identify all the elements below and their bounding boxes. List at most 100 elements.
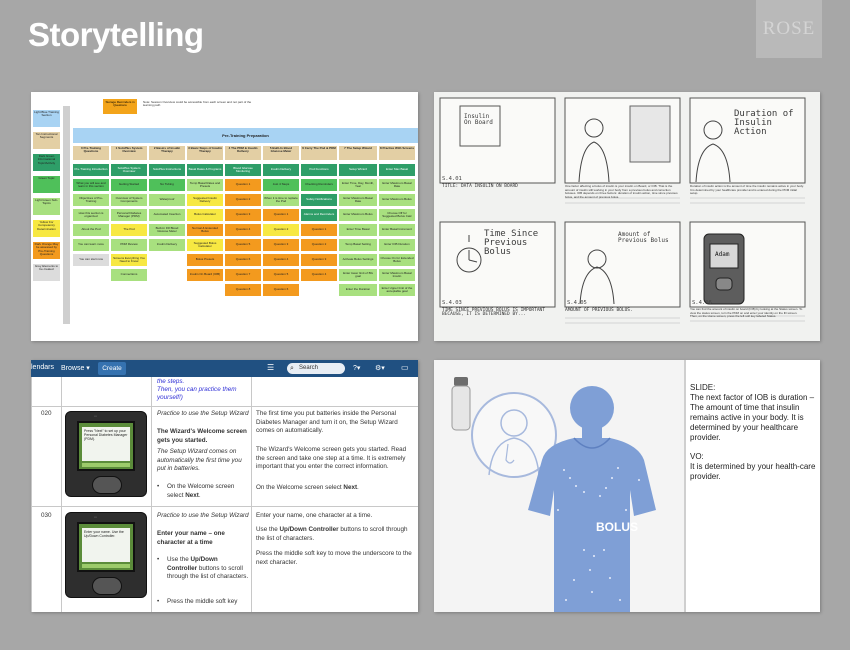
row-030-desc-2: Use the Up/Down Controller buttons to sc… <box>256 526 416 543</box>
bolus-slide-panel: BOLUS SLIDE: The next factor of IOB is d… <box>434 360 820 612</box>
curriculum-cell: Question 1 <box>301 224 337 236</box>
curriculum-cell: Question 6 <box>225 254 261 266</box>
curriculum-grid: Storage Reminders in Questions Note: Ses… <box>31 92 418 341</box>
row-030-bullet-2: • Press the middle soft key <box>157 598 249 607</box>
curriculum-cell: Choose Off for Suggested Bolus Calc <box>379 209 415 221</box>
curriculum-cell: PDM Review <box>111 239 147 251</box>
curriculum-cell: Question 4 <box>263 254 299 266</box>
curriculum-cell: Suggested Bolus Calculator <box>187 239 223 251</box>
curriculum-cell: SoloPlus Instructions <box>149 164 185 176</box>
curriculum-cell: Basal Rates & Programs <box>187 164 223 176</box>
curriculum-cell: Question 6 <box>263 284 299 296</box>
curriculum-cell: Alarms and Reminders <box>301 209 337 221</box>
browse-menu[interactable]: Browse ▾ <box>61 365 90 372</box>
frame-1-label: Insulin On Board <box>464 113 493 126</box>
intro-line-3: yourself!) <box>157 394 183 401</box>
column-header: 5 Built-In Blood Glucose Meter <box>263 146 299 160</box>
search-input[interactable]: ⌕ Search <box>287 363 345 374</box>
grid-separator <box>63 106 70 324</box>
frame-1-number: S.4.01 <box>442 176 462 182</box>
curriculum-cell: Suggested Insulin Delivery <box>187 194 223 206</box>
slide-notes: SLIDE: The next factor of IOB is duratio… <box>690 383 816 482</box>
slide-text: The next factor of IOB is duration –The … <box>690 393 815 442</box>
curriculum-cell: Enter lower limit of BG goal <box>339 269 377 281</box>
curriculum-cell: Personal Diabetes Manager (PDM) <box>111 209 147 221</box>
curriculum-cell: Built-In FR Blood Glucose Meter <box>149 224 185 236</box>
legend-label: Dark Green Informational Topic/Activity <box>33 154 60 171</box>
curriculum-cell: Waterproof <box>149 194 185 206</box>
row-020-heading: The Wizard's Welcome screen gets you sta… <box>157 428 247 444</box>
frame-3-caption: Duration of insulin action is the amount… <box>690 184 804 196</box>
curriculum-cell: Enter Upper limit of the acceptable goal <box>379 284 415 296</box>
curriculum-cell: Checking Reminders <box>301 179 337 191</box>
curriculum-cell: When it is time to replace the Pod <box>263 194 299 206</box>
col-line-3 <box>251 377 252 612</box>
prep-title: Pre-Training Preparation <box>73 128 418 143</box>
notifications-icon[interactable]: ▭ <box>401 363 409 372</box>
curriculum-cell: Temp Basal Setting <box>339 239 377 251</box>
frame-3-label: Duration of Insulin Action <box>734 109 794 137</box>
device-brand: ◦◦◦ <box>94 515 98 519</box>
curriculum-cell: Enter Basal Increment <box>379 224 415 236</box>
intro-line-1: the steps. <box>157 378 185 385</box>
column-header: 1 SoloPlus System Overview <box>111 146 147 160</box>
frame-6-label: Adam <box>715 251 730 258</box>
curriculum-cell: Insulin On Board (IOB) <box>187 269 223 281</box>
curriculum-grid-panel: Storage Reminders in Questions Note: Ses… <box>31 92 418 341</box>
vo-label: VO: <box>690 452 704 461</box>
row-030-bullet-1-text: Use the <box>167 556 191 563</box>
search-icon: ⌕ <box>290 365 294 372</box>
create-button[interactable]: Create <box>98 362 126 375</box>
slide-label: SLIDE: <box>690 383 716 392</box>
curriculum-cell: What you will see and learn in this sect… <box>73 179 109 191</box>
curriculum-cell: Question 3 <box>263 239 299 251</box>
curriculum-cell: Choose On for Extended Bolus <box>379 254 415 266</box>
device-screen-text: Enter your name. Use the Up/Down Control… <box>82 528 130 562</box>
curriculum-cell: Question 3 <box>301 254 337 266</box>
curriculum-cell: Question 3 <box>225 209 261 221</box>
column-header: 7 The Setup Wizard <box>339 146 377 160</box>
column-header: 4 The PDM & Insulin Delivery <box>225 146 261 160</box>
curriculum-cell: Getting Started <box>111 179 147 191</box>
list-icon[interactable]: ☰ <box>267 363 275 372</box>
curriculum-cell: Setup Wizard <box>339 164 377 176</box>
curriculum-cell: Enter Time, Day, Month, Year <box>339 179 377 191</box>
row-020-bullet-end: . <box>198 491 201 499</box>
device-screen-bar <box>82 564 130 568</box>
curriculum-cell: SoloPlus System Overview <box>111 164 147 176</box>
curriculum-cell: Enter the Duration <box>339 284 377 296</box>
row-030-bullet-1: • Use the Up/Down Controller buttons to … <box>157 556 249 581</box>
row-020-note: The Setup Wizard comes on automatically … <box>157 448 242 473</box>
column-header: 3 Basic Steps of Insulin Therapy <box>187 146 223 160</box>
device-brand: ◦◦◦ <box>94 414 98 418</box>
storyboard-panel: Insulin On Board TITLE: DATA INSULIN ON … <box>434 92 820 341</box>
col-line-2 <box>151 377 152 612</box>
row-line-2 <box>31 506 418 507</box>
curriculum-cell: Enter Max Basal <box>379 164 415 176</box>
curriculum-cell: Objectives of Pre-Training <box>73 194 109 206</box>
calendars-link[interactable]: lendars <box>31 364 54 371</box>
curriculum-cell: Enter Maximum Basal Insulin <box>379 269 415 281</box>
curriculum-cell: Question 4 <box>225 224 261 236</box>
row-030-practice: Practice to use the Setup Wizard <box>157 512 249 519</box>
help-menu[interactable]: ?▾ <box>353 365 361 372</box>
curriculum-cell: Question 5 <box>263 269 299 281</box>
wiki-panel: lendars Browse ▾ Create ☰ ⌕ Search ?▾ ⚙▾… <box>31 360 418 612</box>
row-id: 030 <box>41 512 52 519</box>
curriculum-cell: Question 7 <box>225 269 261 281</box>
row-030-desc-3: Press the middle soft key to move the un… <box>256 550 412 566</box>
row-030-bullet-1-bold: Up/Down Controller <box>167 556 218 572</box>
curriculum-cell: Question 1 <box>225 179 261 191</box>
curriculum-cell: Activate Bolus Settings <box>339 254 377 266</box>
curriculum-cell: No Tubing <box>149 179 185 191</box>
curriculum-cell: You can start now <box>73 254 109 266</box>
curriculum-cell: Enter Maximum Bolus <box>339 209 377 221</box>
settings-menu[interactable]: ⚙▾ <box>375 365 385 372</box>
curriculum-cell: Bolus Presets <box>187 254 223 266</box>
frame-5-label: Amount of Previous Bolus <box>618 231 669 244</box>
page-title: Storytelling <box>28 16 204 53</box>
curriculum-cell: Enter Maximum Basal Rate <box>339 194 377 206</box>
row-030-desc-1: Enter your name, one character at a time… <box>256 512 373 519</box>
device-screen: Enter your name. Use the Up/Down Control… <box>77 522 135 572</box>
curriculum-cell: Connections <box>111 269 147 281</box>
